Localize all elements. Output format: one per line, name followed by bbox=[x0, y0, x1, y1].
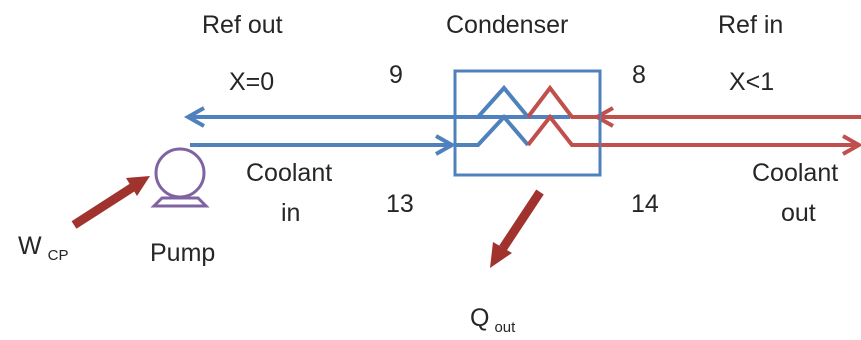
condenser-title: Condenser bbox=[446, 11, 568, 39]
work-main: W bbox=[18, 232, 42, 260]
heat-main: Q bbox=[470, 304, 489, 332]
coil-lower-blue bbox=[455, 113, 530, 147]
work-pump-label: W CP bbox=[18, 232, 68, 264]
work-input-arrow bbox=[71, 176, 150, 229]
pump-icon bbox=[150, 147, 210, 208]
work-subscript: CP bbox=[48, 247, 69, 264]
heat-out-arrow bbox=[490, 189, 544, 268]
coil-lower-red bbox=[526, 113, 600, 147]
quality-in-label: X<1 bbox=[729, 68, 774, 96]
coolant-in-arrowhead bbox=[435, 134, 457, 156]
coolant-out-label-line2: out bbox=[781, 199, 816, 227]
ref-in-label: Ref in bbox=[718, 11, 783, 39]
coil-upper-red bbox=[526, 84, 600, 119]
state-14-label: 14 bbox=[631, 190, 659, 218]
coolant-in-label-line1: Coolant bbox=[246, 159, 332, 187]
state-8-label: 8 bbox=[632, 61, 646, 89]
condenser-box bbox=[453, 69, 602, 177]
coil-upper-blue bbox=[455, 84, 530, 119]
state-13-label: 13 bbox=[386, 190, 414, 218]
pump-label: Pump bbox=[150, 239, 215, 267]
coolant-out-label-line1: Coolant bbox=[752, 159, 838, 187]
heat-subscript: out bbox=[494, 319, 516, 336]
ref-out-label: Ref out bbox=[202, 11, 283, 39]
state-9-label: 9 bbox=[389, 61, 403, 89]
refrigerant-out-arrowhead bbox=[183, 106, 205, 128]
coolant-in-label-line2: in bbox=[281, 199, 300, 227]
quality-out-label: X=0 bbox=[229, 68, 274, 96]
coolant-out-arrowhead bbox=[842, 134, 861, 156]
